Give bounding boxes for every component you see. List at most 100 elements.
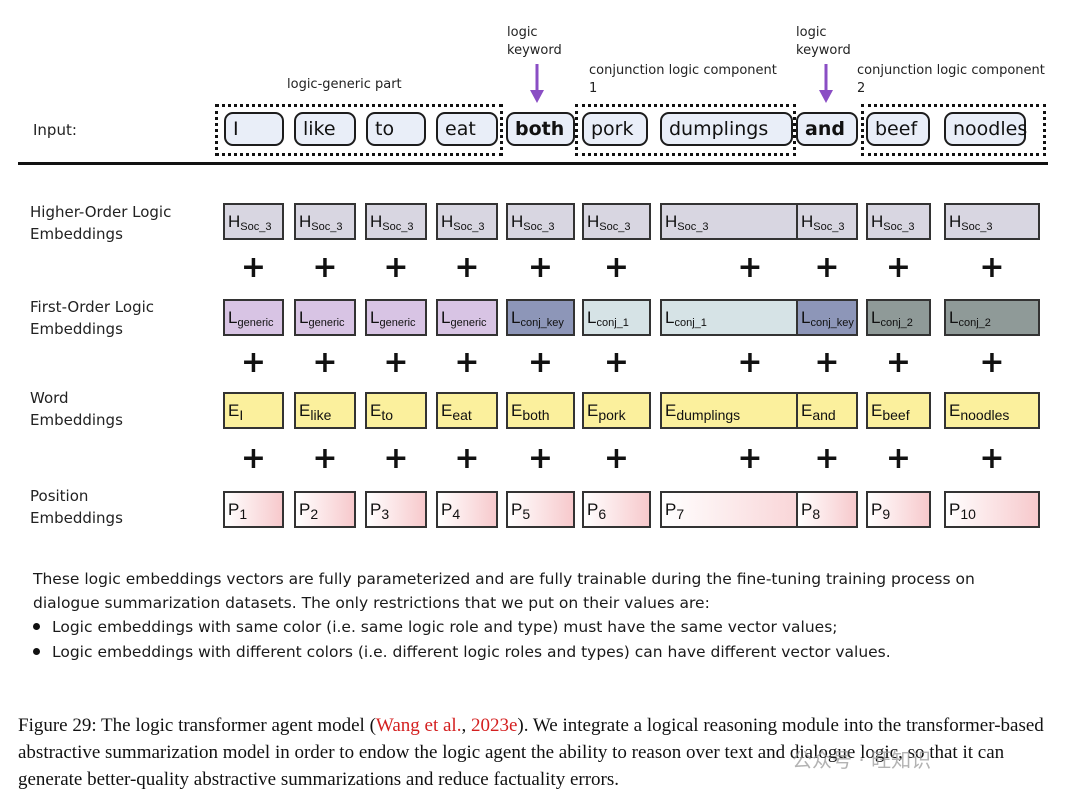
input-token: dumplings xyxy=(660,112,793,146)
conjunction-1-line2: 1 xyxy=(589,81,598,96)
subscript: eat xyxy=(452,407,472,423)
keyword-arrow-2 xyxy=(819,64,833,103)
symbol: E xyxy=(665,401,677,420)
logic-keyword-1-line1: logic xyxy=(507,25,538,40)
symbol: H xyxy=(665,212,678,231)
plus-icon: + xyxy=(603,441,630,476)
first-order-embedding: Lconj_2 xyxy=(944,299,1040,336)
bullet-icon xyxy=(33,623,40,630)
plus-icon: + xyxy=(737,441,763,476)
plus-icon: + xyxy=(527,345,554,380)
plus-icon: + xyxy=(527,250,554,285)
symbol: P xyxy=(511,500,523,519)
plus-icon: + xyxy=(454,441,480,476)
symbol: L xyxy=(665,308,675,327)
conjunction-group-1 xyxy=(575,104,796,156)
higher-order-embedding: HSoc_3 xyxy=(582,203,651,240)
first-order-embedding: Lconj_2 xyxy=(866,299,931,336)
plus-icon: + xyxy=(312,441,338,476)
keyword-arrow-1 xyxy=(530,64,544,103)
notes-bullet-1: Logic embeddings with same color (i.e. s… xyxy=(33,615,838,639)
subscript: 8 xyxy=(812,506,821,522)
symbol: E xyxy=(511,401,523,420)
symbol: E xyxy=(801,401,813,420)
conjunction-2-line1: conjunction logic component xyxy=(857,63,1045,78)
subscript: conj_2 xyxy=(880,317,913,329)
symbol: E xyxy=(871,401,883,420)
citation-author-link[interactable]: Wang et al. xyxy=(375,715,462,736)
symbol: P xyxy=(441,500,453,519)
subscript: Soc_3 xyxy=(523,221,555,233)
first-order-embedding: Lgeneric xyxy=(436,299,498,336)
plus-icon: + xyxy=(312,345,338,380)
watermark: 公众号 · 旺知识 xyxy=(792,748,932,772)
subscript: 6 xyxy=(598,506,607,522)
symbol: E xyxy=(370,401,382,420)
figure-caption: Figure 29: The logic transformer agent m… xyxy=(18,712,1063,793)
subscript: generic xyxy=(308,317,345,329)
symbol: H xyxy=(228,212,241,231)
plus-icon: + xyxy=(603,345,630,380)
input-token: eat xyxy=(436,112,498,146)
plus-icon: + xyxy=(737,345,763,380)
input-token: both xyxy=(506,112,575,146)
word-label-line1: Word xyxy=(30,389,69,407)
symbol: P xyxy=(665,500,677,519)
position-embedding: P6 xyxy=(582,491,651,528)
input-token: noodles xyxy=(944,112,1027,146)
citation-year-link[interactable]: 2023e xyxy=(470,715,518,736)
logic-keyword-2-line2: keyword xyxy=(796,43,851,58)
logic-keyword-1-line2: keyword xyxy=(507,43,562,58)
higher-order-embedding: HSoc_3 xyxy=(365,203,427,240)
symbol: L xyxy=(871,308,881,327)
symbol: L xyxy=(441,308,451,327)
plus-icon: + xyxy=(737,250,763,285)
caption-body: ). We integrate a logical reasoning modu… xyxy=(18,715,1044,790)
plus-icon: + xyxy=(454,250,480,285)
word-embedding: EI xyxy=(223,392,284,429)
position-embedding: P2 xyxy=(294,491,356,528)
logic-keyword-label-1: logic keyword xyxy=(507,24,562,60)
word-embedding: Epork xyxy=(582,392,651,429)
conjunction-label-2: conjunction logic component 2 xyxy=(857,62,1045,98)
subscript: Soc_3 xyxy=(599,221,631,233)
subscript: 10 xyxy=(960,506,976,522)
first-order-embedding: Lgeneric xyxy=(294,299,356,336)
subscript: conj_2 xyxy=(958,317,991,329)
higher-order-embedding: HSoc_3 xyxy=(506,203,575,240)
first-order-embedding: Lconj_key xyxy=(506,299,575,336)
symbol: L xyxy=(949,308,959,327)
symbol: L xyxy=(299,308,309,327)
subscript: 2 xyxy=(310,506,319,522)
position-embedding: P5 xyxy=(506,491,575,528)
symbol: E xyxy=(441,401,453,420)
subscript: generic xyxy=(237,317,274,329)
plus-icon: + xyxy=(312,250,338,285)
symbol: P xyxy=(299,500,311,519)
plus-icon: + xyxy=(814,441,840,476)
symbol: L xyxy=(511,308,521,327)
first-order-embedding: Lconj_1 xyxy=(582,299,651,336)
position-embedding: P1 xyxy=(223,491,284,528)
word-row-label: Word Embeddings xyxy=(30,387,123,431)
higher-order-embedding: HSoc_3 xyxy=(436,203,498,240)
bullet-icon xyxy=(33,648,40,655)
symbol: L xyxy=(587,308,597,327)
subscript: both xyxy=(522,407,550,423)
subscript: Soc_3 xyxy=(813,221,845,233)
input-token: and xyxy=(796,112,858,146)
first-order-embedding: Lconj_key xyxy=(796,299,858,336)
position-embedding: P3 xyxy=(365,491,427,528)
notes-line-2: dialogue summarization datasets. The onl… xyxy=(33,594,710,612)
first-order-row-label: First-Order Logic Embeddings xyxy=(30,296,154,340)
word-embedding: Eboth xyxy=(506,392,575,429)
position-label-line1: Position xyxy=(30,487,89,505)
first-order-embedding: Lgeneric xyxy=(365,299,427,336)
symbol: H xyxy=(587,212,600,231)
symbol: P xyxy=(871,500,883,519)
conjunction-group-2 xyxy=(861,104,1046,156)
subscript: pork xyxy=(598,407,626,423)
subscript: dumplings xyxy=(676,407,741,423)
subscript: and xyxy=(812,407,836,423)
position-embedding: P8 xyxy=(796,491,858,528)
